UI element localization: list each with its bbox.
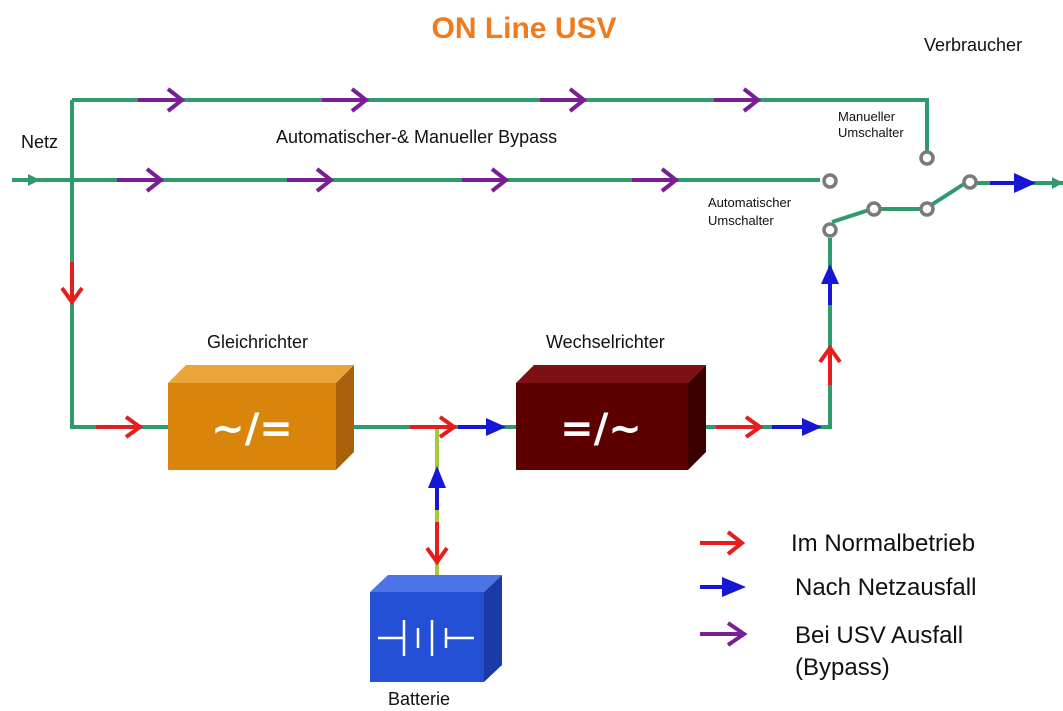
- gleichrichter-top: [168, 365, 354, 383]
- gleichrichter-symbol: ~/=: [211, 406, 293, 452]
- wechselrichter-block: =/~: [516, 365, 706, 470]
- legend-netzausfall-label: Nach Netzausfall: [795, 574, 976, 601]
- manual-switch-pivot: [919, 201, 935, 217]
- legend: Im Normalbetrieb Nach Netzausfall Bei US…: [700, 530, 976, 681]
- gleichrichter-block: ~/=: [168, 365, 354, 470]
- netz-label: Netz: [21, 132, 58, 152]
- automatic-switch-contact-inverter: [822, 222, 838, 238]
- bypass-arrow-icon: [117, 167, 165, 193]
- bypass-arrows: [117, 87, 762, 193]
- wechselrichter-top: [516, 365, 706, 383]
- battery-discharge-arrow-icon: [428, 466, 446, 488]
- normal-arrows: [60, 262, 842, 566]
- gleichrichter-front: [168, 383, 336, 470]
- netzausfall-arrow-icon: [486, 418, 506, 436]
- gleichrichter-side: [336, 365, 354, 470]
- verbraucher-label: Verbraucher: [924, 35, 1022, 55]
- normal-arrow-icon: [716, 415, 764, 439]
- manueller-umschalter-label-2: Umschalter: [838, 125, 904, 140]
- automatic-switch-pivot: [866, 201, 882, 217]
- wechselrichter-symbol: =/~: [560, 406, 642, 452]
- diagram-title: ON Line USV: [431, 12, 616, 45]
- bypass-arrow-icon: [632, 167, 680, 193]
- normal-arrow-icon: [96, 415, 144, 439]
- bypass-arrow-icon: [714, 87, 762, 113]
- bypass-arrow-icon: [462, 167, 510, 193]
- legend-normal-label: Im Normalbetrieb: [791, 530, 975, 557]
- normal-arrow-icon: [818, 344, 842, 385]
- wechselrichter-side: [688, 365, 706, 470]
- legend-bypass-label: Bei USV Ausfall: [795, 622, 963, 649]
- wechselrichter-label: Wechselrichter: [546, 332, 665, 352]
- batterie-label: Batterie: [388, 689, 450, 709]
- bypass-arrow-icon: [287, 167, 335, 193]
- legend-blue-arrow-icon: [722, 577, 746, 597]
- netz-input-arrow: [28, 174, 40, 186]
- netzausfall-arrows: [428, 173, 1063, 510]
- gleichrichter-label: Gleichrichter: [207, 332, 308, 352]
- battery-charge-arrow-icon: [425, 522, 449, 566]
- netzausfall-arrow-icon: [821, 264, 839, 284]
- manueller-umschalter-label: Manueller: [838, 109, 896, 124]
- legend-bypass-label-2: (Bypass): [795, 654, 890, 681]
- normal-arrow-icon: [410, 415, 458, 439]
- legend-red-arrow-icon: [700, 530, 746, 556]
- inverter-output-line: [690, 238, 832, 429]
- legend-netzausfall: Nach Netzausfall: [700, 574, 976, 601]
- automatic-switch-contact-bypass: [822, 173, 838, 189]
- automatischer-umschalter-label-2: Umschalter: [708, 213, 774, 228]
- manual-switch-contact: [919, 150, 935, 166]
- output-switch-contact: [962, 174, 978, 190]
- main-path: [70, 100, 832, 585]
- legend-bypass: Bei USV Ausfall (Bypass): [700, 621, 963, 681]
- legend-normal: Im Normalbetrieb: [700, 530, 975, 557]
- main-feed-line: [70, 100, 168, 429]
- batterie-top: [370, 575, 502, 592]
- load-output-arrow-icon: [1052, 177, 1063, 189]
- wechselrichter-front: [516, 383, 688, 470]
- normal-arrow-icon: [60, 262, 84, 306]
- legend-purple-arrow-icon: [700, 621, 748, 647]
- bypass-label: Automatischer-& Manueller Bypass: [276, 127, 557, 147]
- bypass-arrow-icon: [540, 87, 588, 113]
- bypass-arrow-icon: [322, 87, 370, 113]
- batterie-block: [370, 575, 502, 682]
- battery-symbol-icon: [378, 620, 474, 656]
- netzausfall-arrow-icon: [802, 418, 822, 436]
- batterie-side: [484, 575, 502, 682]
- switch-section: [822, 150, 1063, 238]
- netzausfall-arrow-icon: [1014, 173, 1036, 193]
- bypass-arrow-icon: [138, 87, 186, 113]
- automatischer-umschalter-label: Automatischer: [708, 195, 792, 210]
- switch-linkage: [831, 180, 969, 224]
